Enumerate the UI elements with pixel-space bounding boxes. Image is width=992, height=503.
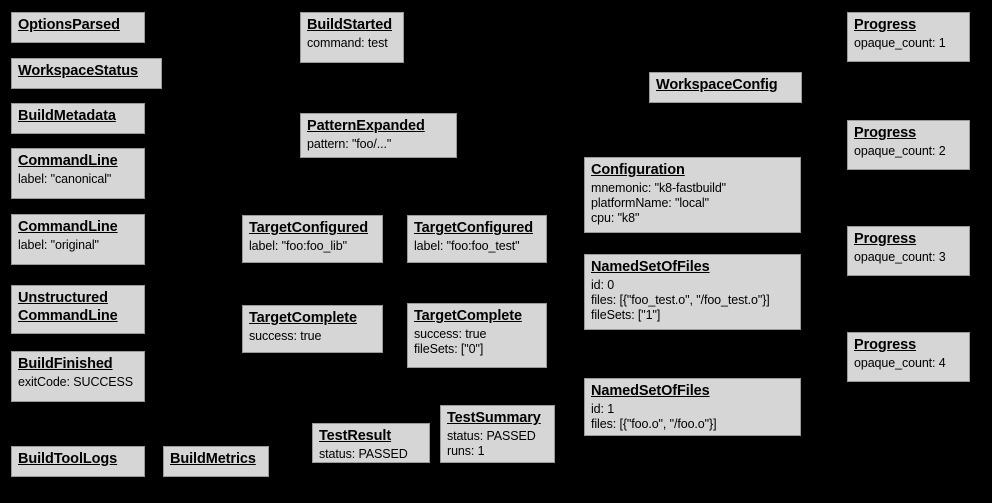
event-node-test-result[interactable]: TestResult status: PASSED — [312, 423, 430, 463]
event-node-unstructured-command-line[interactable]: Unstructured CommandLine — [11, 285, 145, 334]
event-node-field: platformName: "local" — [591, 195, 709, 210]
event-node-title: Configuration — [591, 162, 685, 178]
event-node-title: Progress — [854, 125, 917, 141]
event-node-progress-4[interactable]: Progress opaque_count: 4 — [847, 332, 970, 382]
event-node-title: WorkspaceConfig — [656, 77, 778, 93]
event-node-field: label: "canonical" — [18, 171, 112, 186]
event-node-fields: status: PASSED — [319, 447, 423, 462]
event-node-fields: pattern: "foo/..." — [307, 137, 450, 152]
event-node-title: CommandLine — [18, 153, 118, 169]
event-node-command-line-canonical[interactable]: CommandLine label: "canonical" — [11, 148, 145, 199]
event-node-field: opaque_count: 3 — [854, 249, 946, 264]
event-node-title: Progress — [854, 337, 917, 353]
event-node-field: success: true — [414, 326, 487, 341]
event-node-title: TestResult — [319, 428, 392, 444]
event-node-target-complete-foo-lib[interactable]: TargetComplete success: true — [242, 305, 383, 353]
event-node-fields: label: "original" — [18, 238, 138, 253]
event-node-build-metadata[interactable]: BuildMetadata — [11, 103, 145, 134]
event-node-field: label: "foo:foo_test" — [414, 238, 520, 253]
event-node-field: opaque_count: 2 — [854, 143, 946, 158]
event-node-fields: label: "foo:foo_lib" — [249, 239, 376, 254]
event-node-title: BuildToolLogs — [18, 451, 118, 467]
event-node-fields: opaque_count: 4 — [854, 356, 963, 371]
event-node-title: BuildStarted — [307, 17, 393, 33]
event-node-progress-2[interactable]: Progress opaque_count: 2 — [847, 120, 970, 170]
event-node-title: NamedSetOfFiles — [591, 259, 710, 275]
event-node-title: BuildMetrics — [170, 451, 256, 467]
event-node-field: cpu: "k8" — [591, 211, 640, 226]
event-node-field: opaque_count: 1 — [854, 35, 946, 50]
event-node-field: runs: 1 — [447, 443, 485, 458]
event-node-build-started[interactable]: BuildStarted command: test — [300, 12, 404, 63]
event-node-title: CommandLine — [18, 219, 118, 235]
event-node-title: PatternExpanded — [307, 118, 425, 134]
event-node-fields: exitCode: SUCCESS — [18, 375, 138, 390]
event-node-fields: label: "foo:foo_test" — [414, 239, 540, 254]
event-node-field: label: "foo:foo_lib" — [249, 238, 347, 253]
event-node-field: mnemonic: "k8-fastbuild" — [591, 180, 727, 195]
event-node-progress-3[interactable]: Progress opaque_count: 3 — [847, 226, 970, 276]
event-node-configuration[interactable]: Configuration mnemonic: "k8-fastbuild"pla… — [584, 157, 801, 233]
event-node-field: pattern: "foo/..." — [307, 136, 392, 151]
event-node-target-configured-foo-lib[interactable]: TargetConfigured label: "foo:foo_lib" — [242, 215, 383, 263]
event-node-field: fileSets: ["0"] — [414, 341, 484, 356]
event-node-fields: mnemonic: "k8-fastbuild"platformName: "l… — [591, 181, 794, 227]
event-node-title: BuildMetadata — [18, 108, 116, 124]
event-node-title: NamedSetOfFiles — [591, 383, 710, 399]
event-node-field: status: PASSED — [319, 446, 408, 461]
event-node-field: command: test — [307, 35, 388, 50]
event-node-field: id: 1 — [591, 401, 615, 416]
event-node-title: BuildFinished — [18, 356, 113, 372]
event-node-title: Unstructured CommandLine — [18, 290, 118, 324]
event-node-workspace-config[interactable]: WorkspaceConfig — [649, 72, 802, 103]
event-node-pattern-expanded[interactable]: PatternExpanded pattern: "foo/..." — [300, 113, 457, 158]
event-node-fields: success: true — [249, 329, 376, 344]
event-node-build-finished[interactable]: BuildFinished exitCode: SUCCESS — [11, 351, 145, 402]
event-node-title: WorkspaceStatus — [18, 63, 138, 79]
event-node-title: TestSummary — [447, 410, 541, 426]
event-node-build-tool-logs[interactable]: BuildToolLogs — [11, 446, 145, 477]
event-node-field: files: [{"foo_test.o", "/foo_test.o"}] — [591, 292, 770, 307]
event-node-field: success: true — [249, 328, 322, 343]
event-node-field: fileSets: ["1"] — [591, 308, 661, 323]
event-node-fields: command: test — [307, 36, 397, 51]
event-node-build-metrics[interactable]: BuildMetrics — [163, 446, 269, 477]
event-node-field: label: "original" — [18, 237, 99, 252]
event-node-command-line-original[interactable]: CommandLine label: "original" — [11, 214, 145, 265]
event-node-title: TargetConfigured — [249, 220, 368, 236]
event-node-workspace-status[interactable]: WorkspaceStatus — [11, 58, 162, 89]
event-node-field: files: [{"foo.o", "/foo.o"}] — [591, 416, 717, 431]
event-node-fields: label: "canonical" — [18, 172, 138, 187]
event-node-fields: opaque_count: 3 — [854, 250, 963, 265]
event-node-title: TargetConfigured — [414, 220, 533, 236]
event-node-options-parsed[interactable]: OptionsParsed — [11, 12, 145, 43]
event-node-title: OptionsParsed — [18, 17, 120, 33]
event-node-title: Progress — [854, 17, 917, 33]
event-node-field: id: 0 — [591, 277, 615, 292]
event-node-title: TargetComplete — [249, 310, 357, 326]
event-node-target-configured-foo-test[interactable]: TargetConfigured label: "foo:foo_test" — [407, 215, 547, 263]
event-node-fields: opaque_count: 1 — [854, 36, 963, 51]
event-node-title: Progress — [854, 231, 917, 247]
event-node-fields: opaque_count: 2 — [854, 144, 963, 159]
event-node-field: opaque_count: 4 — [854, 355, 946, 370]
event-node-field: status: PASSED — [447, 428, 536, 443]
event-node-field: exitCode: SUCCESS — [18, 374, 134, 389]
event-node-title: TargetComplete — [414, 308, 522, 324]
event-node-progress-1[interactable]: Progress opaque_count: 1 — [847, 12, 970, 62]
